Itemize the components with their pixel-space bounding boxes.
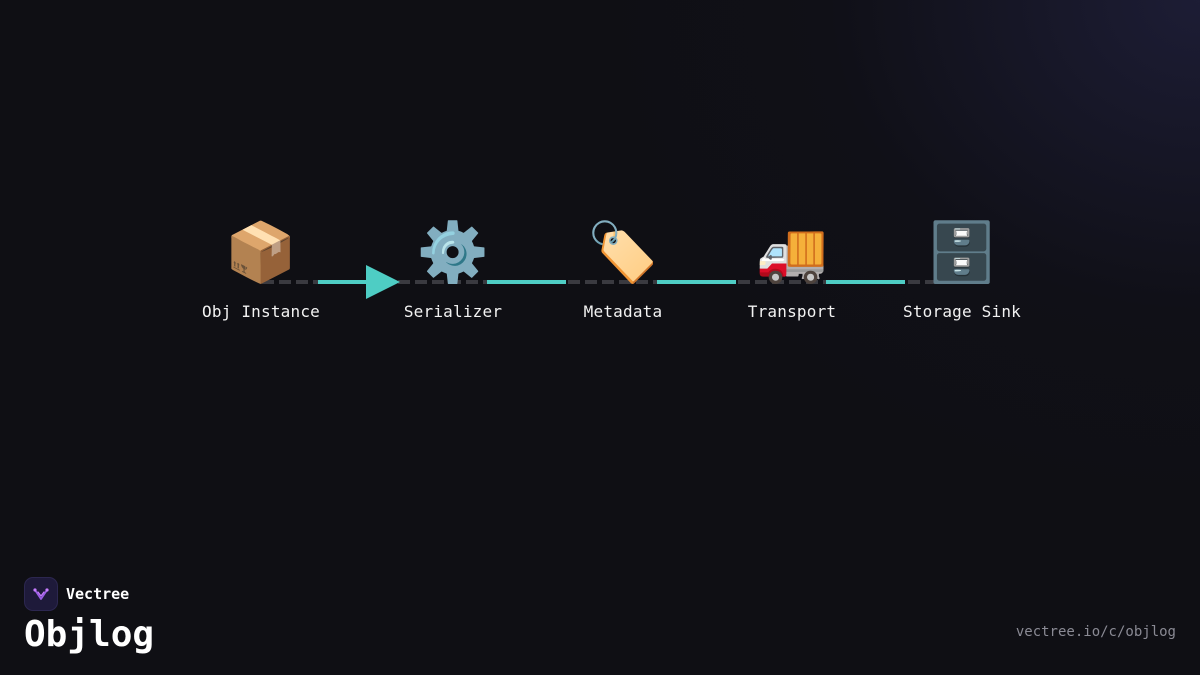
flow-arrow-head [366,265,400,299]
node-obj-instance: 📦 Obj Instance [176,218,346,321]
node-label-transport: Transport [747,302,837,321]
vectree-logo-icon [24,577,58,611]
brand-row: Vectree [24,577,154,611]
node-label-storage-sink: Storage Sink [903,302,1021,321]
gear-icon: ⚙️ [416,218,490,286]
product-title: Objlog [24,614,155,655]
footer-url: vectree.io/c/objlog [1015,624,1176,640]
node-storage-sink: 🗄️ Storage Sink [877,218,1047,321]
file-cabinet-icon: 🗄️ [925,218,999,286]
node-label-metadata: Metadata [583,302,663,321]
node-metadata: 🏷️ Metadata [538,218,708,321]
node-label-obj-instance: Obj Instance [202,302,320,321]
node-serializer: ⚙️ Serializer [368,218,538,321]
company-name: Vectree [66,585,130,603]
delivery-truck-icon: 🚚 [755,218,829,286]
label-tag-icon: 🏷️ [586,218,660,286]
brand-block: Vectree Objlog [24,577,154,657]
node-label-serializer: Serializer [403,302,503,321]
node-transport: 🚚 Transport [707,218,877,321]
package-icon: 📦 [224,218,298,286]
vectree-logo-mark [33,588,49,600]
